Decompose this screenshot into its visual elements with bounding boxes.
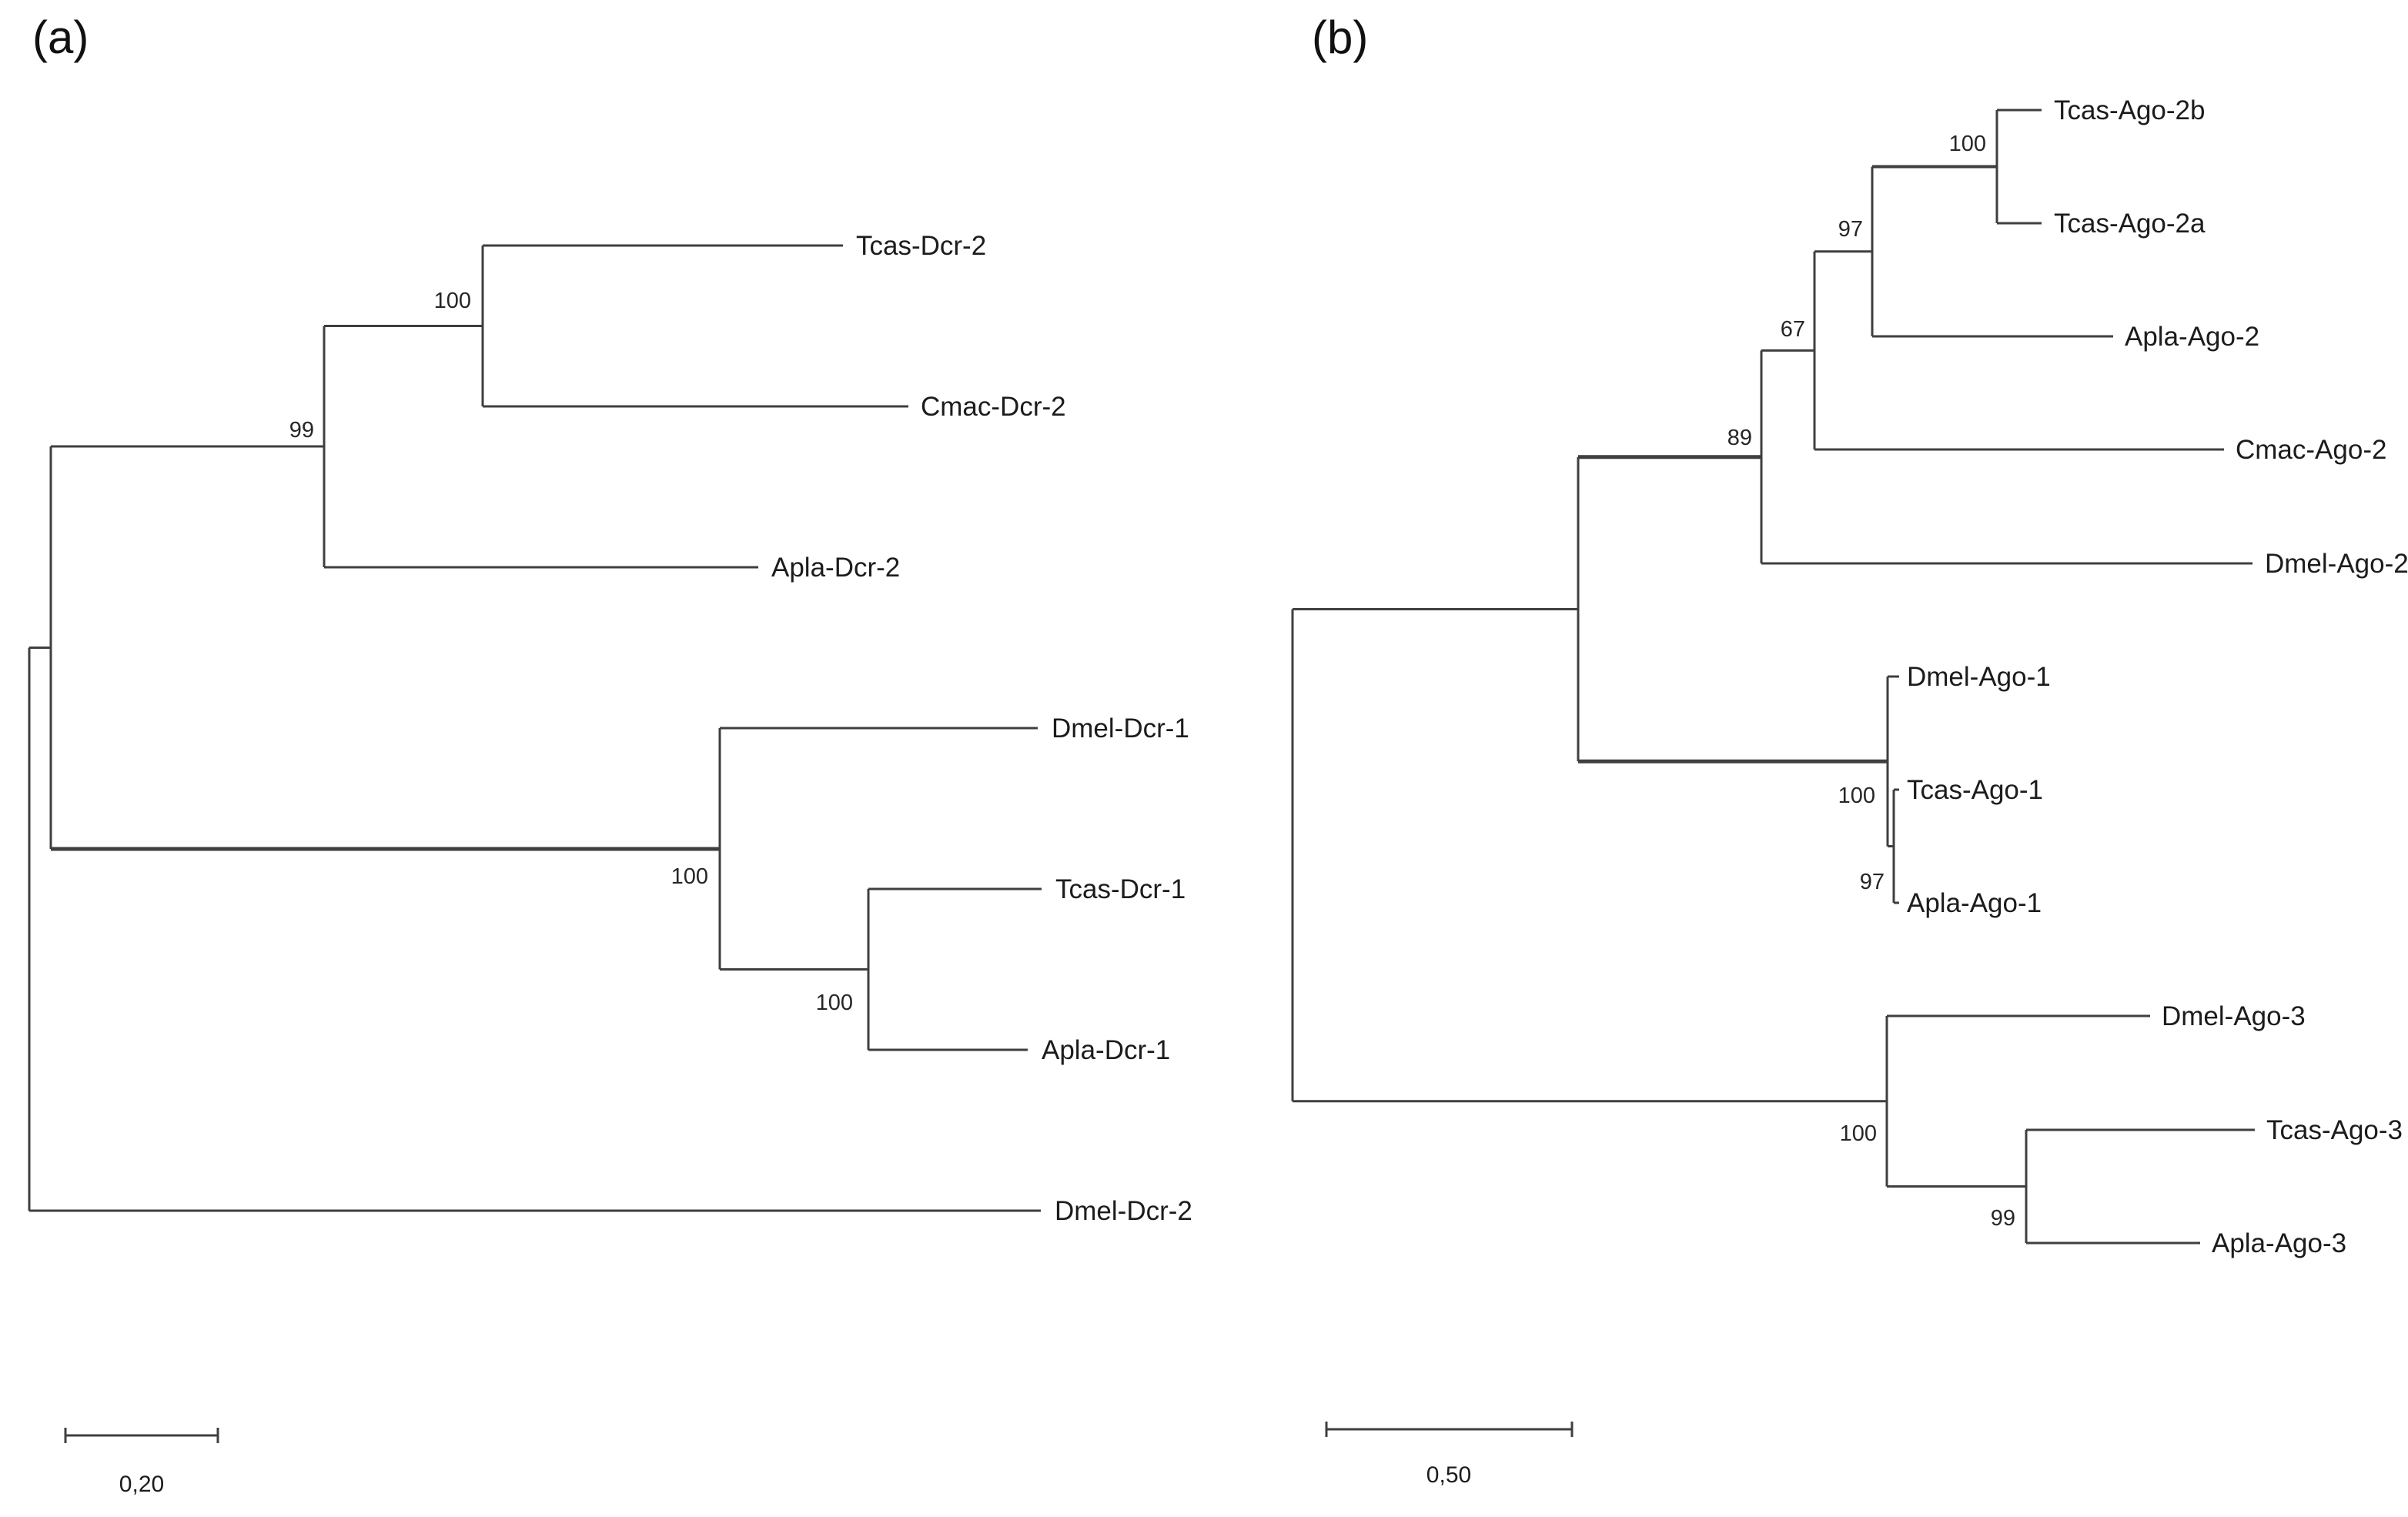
bootstrap-support-value: 97 (1838, 217, 1863, 242)
taxon-label: Apla-Ago-1 (1907, 888, 2042, 918)
taxon-label: Apla-Ago-3 (2212, 1228, 2346, 1258)
bootstrap-support-value: 100 (671, 864, 708, 889)
taxon-label: Cmac-Dcr-2 (921, 392, 1066, 422)
taxon-label: Cmac-Ago-2 (2236, 435, 2386, 465)
bootstrap-support-value: 100 (434, 289, 471, 313)
tree-panel-b: Tcas-Ago-2bTcas-Ago-2aApla-Ago-2Cmac-Ago… (1291, 95, 2408, 1488)
bootstrap-support-value: 89 (1727, 426, 1752, 450)
taxon-label: Dmel-Dcr-1 (1052, 713, 1189, 743)
panel-b-letter: (b) (1312, 12, 1369, 63)
scale-bar: 0,20 (64, 1428, 219, 1497)
taxon-label: Tcas-Dcr-1 (1055, 874, 1186, 904)
taxon-label: Tcas-Ago-2a (2054, 209, 2206, 239)
taxon-label: Apla-Dcr-1 (1042, 1035, 1170, 1065)
bootstrap-support-value: 100 (1949, 132, 1986, 156)
scale-bar: 0,50 (1325, 1422, 1574, 1488)
bootstrap-support-value: 100 (816, 991, 853, 1015)
taxon-label: Dmel-Ago-3 (2162, 1001, 2306, 1031)
bootstrap-support-value: 100 (1840, 1121, 1877, 1146)
panel-a-letter: (a) (32, 12, 89, 63)
bootstrap-support-value: 67 (1781, 317, 1805, 342)
bootstrap-support-value: 97 (1860, 870, 1885, 894)
tree-panel-a: Tcas-Dcr-2Cmac-Dcr-2Apla-Dcr-2Dmel-Dcr-1… (28, 231, 1192, 1497)
bootstrap-support-value: 100 (1838, 784, 1875, 808)
taxon-label: Dmel-Ago-2 (2265, 549, 2408, 579)
bootstrap-support-value: 99 (289, 418, 314, 443)
taxon-label: Tcas-Ago-1 (1907, 775, 2043, 805)
taxon-label: Tcas-Ago-3 (2266, 1115, 2403, 1145)
taxon-label: Apla-Dcr-2 (771, 553, 900, 583)
taxon-label: Apla-Ago-2 (2125, 322, 2259, 352)
taxon-label: Tcas-Dcr-2 (856, 231, 986, 261)
scale-bar-value: 0,20 (119, 1472, 164, 1497)
taxon-label: Dmel-Ago-1 (1907, 662, 2051, 692)
scale-bar-value: 0,50 (1426, 1462, 1471, 1488)
bootstrap-support-value: 99 (1991, 1206, 2015, 1231)
taxon-label: Tcas-Ago-2b (2054, 95, 2205, 125)
taxon-label: Dmel-Dcr-2 (1055, 1196, 1192, 1226)
